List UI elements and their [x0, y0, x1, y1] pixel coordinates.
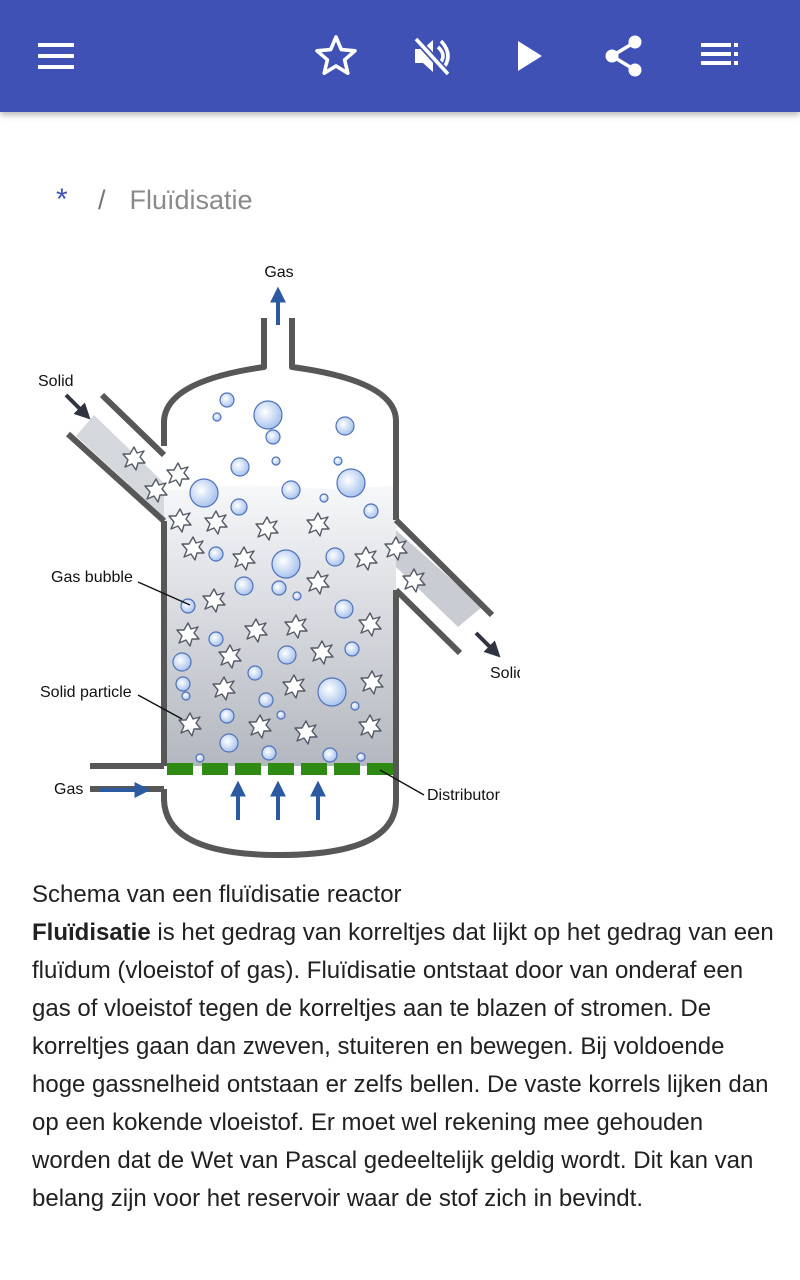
reactor-walls: [65, 318, 495, 858]
distributor-plate: [167, 763, 393, 775]
breadcrumb-separator: /: [98, 184, 106, 215]
menu-icon: [38, 43, 74, 69]
label-gas-bubble: Gas bubble: [51, 569, 133, 586]
label-gas-inlet: Gas: [54, 781, 83, 798]
label-gas-outlet: Gas: [264, 264, 293, 281]
article-term: Fluïdisatie: [32, 919, 151, 946]
table-of-contents-button[interactable]: [688, 24, 752, 88]
solid-particles: [122, 446, 426, 745]
menu-button[interactable]: [24, 24, 88, 88]
star-outline-icon: [315, 35, 357, 76]
label-solid-inlet: Solid: [38, 373, 74, 390]
breadcrumb-current: Fluïdisatie: [129, 184, 253, 215]
volume-off-icon: [413, 36, 451, 77]
label-solid-particle: Solid particle: [40, 684, 132, 701]
label-leader-lines: [137, 581, 425, 796]
article-body-text: is het gedrag van korreltjes dat lijkt o…: [32, 919, 774, 1212]
share-button[interactable]: [592, 24, 656, 88]
list-icon: [701, 43, 738, 65]
mute-button[interactable]: [400, 24, 464, 88]
fluidization-reactor-diagram[interactable]: Gas Solid Solid Gas bubble Solid particl…: [30, 255, 520, 865]
breadcrumb-home-link[interactable]: *: [56, 183, 68, 216]
solid-flow-arrows: [64, 393, 501, 658]
play-icon: [518, 41, 542, 71]
app-bar: [0, 0, 800, 112]
breadcrumb: * / Fluïdisatie: [56, 180, 253, 220]
share-icon: [605, 35, 642, 77]
figure-caption: Schema van een fluïdisatie reactor: [32, 881, 402, 908]
article-paragraph: Fluïdisatie is het gedrag van korreltjes…: [32, 914, 776, 1218]
gas-bubbles: [172, 392, 379, 763]
favorite-button[interactable]: [304, 24, 368, 88]
label-solid-outlet: Solid: [490, 665, 520, 682]
label-distributor: Distributor: [427, 787, 501, 804]
solid-inlet-bed: [76, 415, 164, 517]
gas-flow-arrows: [100, 286, 326, 820]
solid-outlet-bed: [396, 530, 482, 627]
play-button[interactable]: [496, 24, 560, 88]
